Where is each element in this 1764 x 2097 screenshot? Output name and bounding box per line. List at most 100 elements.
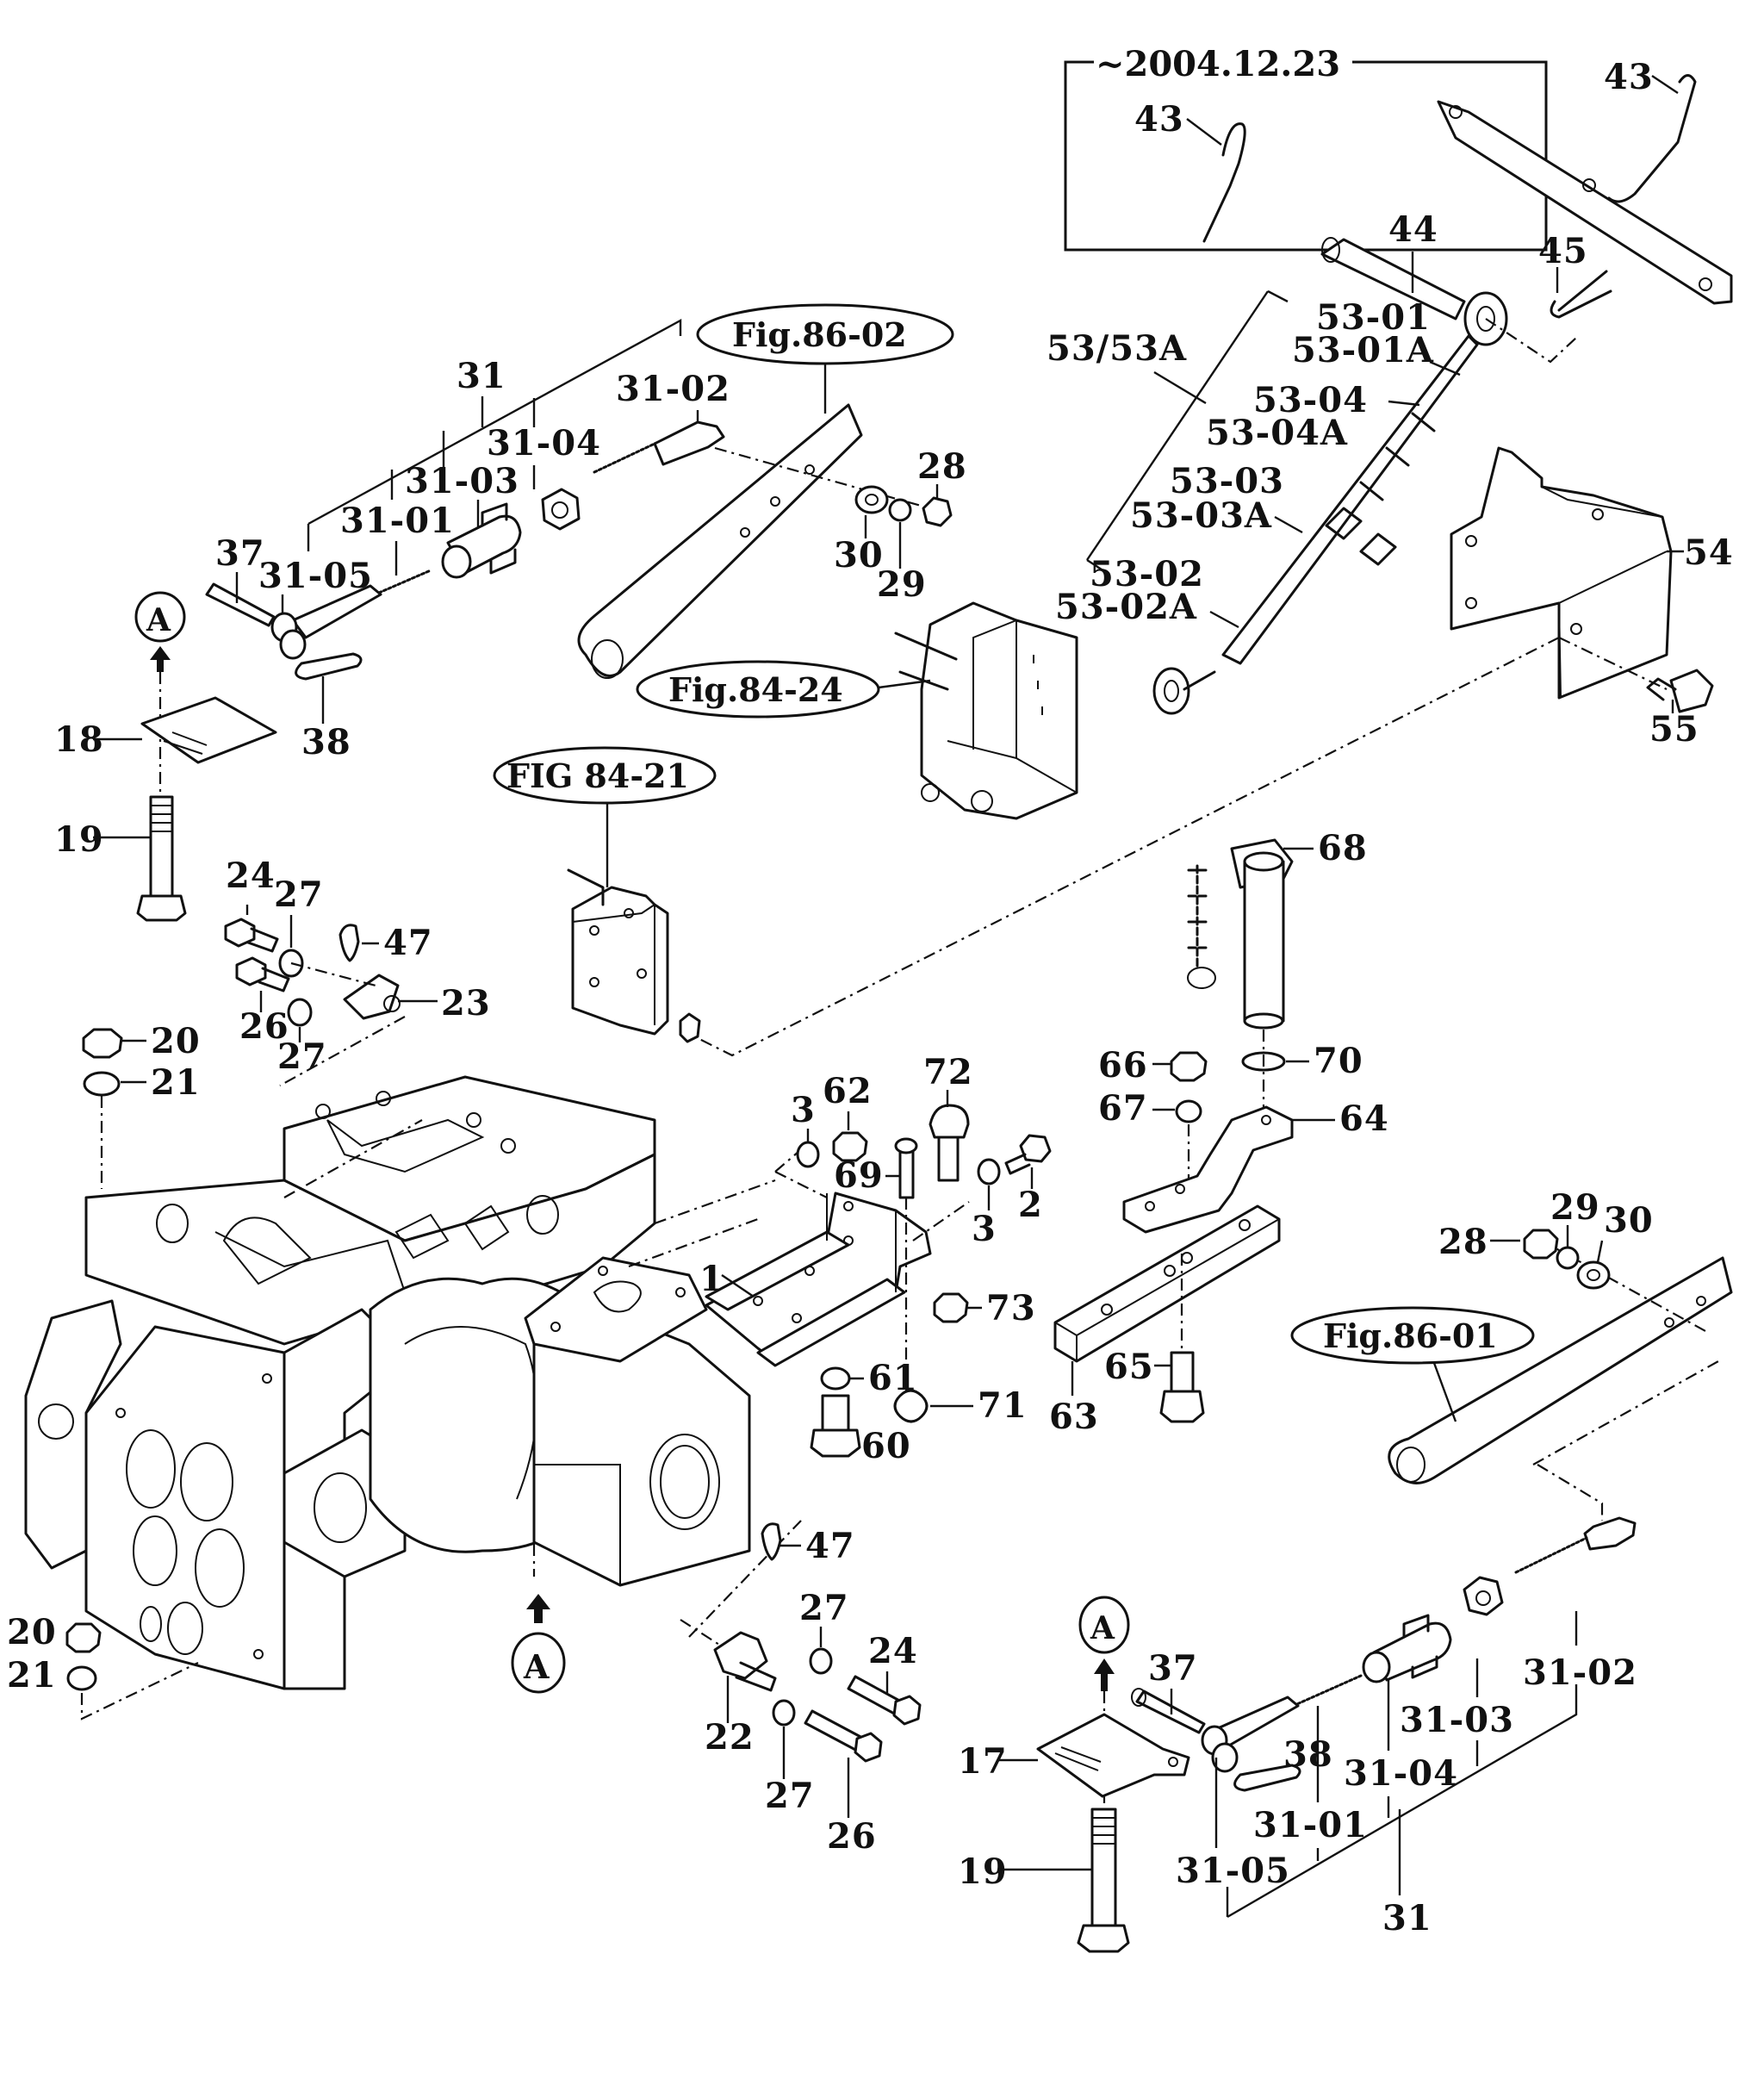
nut-73	[933, 1292, 969, 1323]
figref-84-24[interactable]: Fig.84-24	[636, 660, 880, 719]
label-63: 63	[1049, 1397, 1099, 1437]
fasteners-23-upper: 24 27 26 27 47 23	[224, 856, 490, 1086]
label-38-upper: 38	[301, 722, 351, 762]
bracket-31-lower	[1226, 1684, 1578, 1919]
fasteners-20-21-lower: 20 21	[7, 1612, 199, 1721]
arrow-up-icon	[150, 646, 171, 672]
label-70: 70	[1314, 1041, 1363, 1081]
washer-3-a	[796, 1141, 820, 1168]
label-54: 54	[1684, 532, 1734, 573]
lift-arm-upper: Fig.86-02	[577, 303, 954, 679]
bracket-84-21-body	[571, 886, 669, 1036]
top-link-body	[1221, 334, 1479, 665]
pin-68-body	[1243, 860, 1285, 1023]
hitch-fasteners: 3 62 69 72 3 2 73 61 60 71	[791, 1052, 1052, 1466]
bolt-72-head	[929, 1104, 970, 1139]
assembly-line-54	[680, 637, 1560, 1057]
view-callout-a-top: A	[134, 591, 186, 643]
bracket-22	[713, 1631, 768, 1680]
label-53-01A: 53-01A	[1292, 330, 1434, 370]
label-47-upper: 47	[383, 923, 433, 963]
label-44: 44	[1388, 209, 1438, 250]
label-20-upper: 20	[151, 1021, 201, 1061]
bracket-fig-84-21: FIG 84-21	[493, 746, 717, 1043]
label-3-a: 3	[791, 1090, 816, 1130]
pin-37-upper	[205, 582, 276, 627]
cover-54: 54 55	[1450, 446, 1734, 750]
label-53-03A: 53-03A	[1130, 495, 1272, 536]
plate-17	[1036, 1713, 1190, 1798]
turnbuckle-31-upper: 31 31-02 31-04 31-03 31-01 31-05 37 38	[205, 318, 730, 762]
svg-text:Fig.86-01: Fig.86-01	[1323, 1316, 1498, 1355]
lockwasher-29-upper	[888, 498, 912, 522]
label-17: 17	[958, 1741, 1008, 1782]
nut-62	[832, 1131, 868, 1162]
label-31-03-upper: 31-03	[405, 461, 519, 501]
label-31-05-upper: 31-05	[258, 556, 373, 596]
label-53-03: 53-03	[1170, 461, 1284, 501]
nut-31-04	[541, 488, 581, 531]
figref-84-21[interactable]: FIG 84-21	[493, 746, 717, 805]
transmission-housing	[24, 1075, 776, 1690]
label-31-01-lower: 31-01	[1253, 1805, 1368, 1845]
label-45: 45	[1538, 231, 1588, 271]
label-53-01: 53-01	[1316, 297, 1431, 338]
label-47-lower: 47	[805, 1526, 855, 1566]
bracket-31-upper	[307, 318, 682, 551]
bracket-84-24-body	[920, 601, 1078, 820]
label-73: 73	[986, 1288, 1036, 1329]
label-53-04A: 53-04A	[1206, 413, 1348, 453]
label-60: 60	[861, 1426, 911, 1466]
bolt-19-upper	[149, 795, 174, 898]
bolt-24-upper-head	[224, 918, 256, 948]
svg-text:Fig.84-24: Fig.84-24	[668, 670, 843, 709]
pin-44	[1320, 238, 1466, 320]
label-55: 55	[1649, 709, 1699, 750]
nut-20-lower	[65, 1622, 102, 1653]
sleeve-end-31-03	[441, 544, 472, 579]
plate-18-assembly: A 18 19	[54, 591, 277, 922]
chain-68	[1187, 864, 1208, 971]
label-31-02-upper: 31-02	[616, 369, 730, 409]
label-24-upper: 24	[226, 856, 276, 896]
label-67: 67	[1098, 1088, 1148, 1129]
inset-box: ~2004.12.23 43	[1064, 41, 1548, 252]
bolt-65	[1170, 1351, 1195, 1393]
label-53-02: 53-02	[1090, 554, 1204, 594]
grease-fitting-47-upper	[339, 924, 360, 962]
rod-end-31-02	[653, 420, 725, 466]
drawbar-bracket-64	[1122, 1105, 1294, 1234]
bracket-plate	[1437, 100, 1733, 305]
figref-86-01[interactable]: Fig.86-01	[1290, 1306, 1535, 1365]
washer-27-b	[287, 998, 313, 1027]
label-53-group: 53/53A	[1047, 328, 1187, 369]
label-20-lower: 20	[7, 1612, 57, 1652]
washer-3-b	[977, 1158, 1001, 1185]
rod-31-01-thread	[377, 569, 432, 594]
top-right-assembly: 43 44 45	[1320, 57, 1733, 320]
nut-66	[1170, 1051, 1208, 1082]
label-1: 1	[699, 1259, 724, 1299]
label-31-02-lower: 31-02	[1523, 1652, 1637, 1693]
plate-17-assembly: A 17 19	[958, 1596, 1190, 1953]
case-upper	[84, 1153, 656, 1346]
bolt-26-lower-head	[854, 1732, 883, 1763]
label-29-lower: 29	[1550, 1187, 1600, 1228]
top-link-53: 53/53A 53-01 53-01A 53-04 53-04A 53-03 5…	[1047, 289, 1577, 715]
figref-86-02[interactable]: Fig.86-02	[696, 303, 954, 365]
washer-30-upper	[854, 485, 889, 514]
svg-text:A: A	[1090, 1610, 1115, 1646]
cotter-38-upper	[295, 652, 363, 681]
inset-part-label: 43	[1134, 99, 1184, 140]
label-28-upper: 28	[917, 446, 967, 487]
washer-30-lower	[1576, 1260, 1611, 1290]
arrow-up-icon	[1094, 1658, 1115, 1691]
label-27-a: 27	[274, 874, 324, 915]
label-30-upper: 30	[834, 535, 884, 576]
label-64: 64	[1339, 1098, 1389, 1139]
svg-text:A: A	[146, 602, 171, 638]
label-37-lower: 37	[1148, 1648, 1198, 1689]
label-29-upper: 29	[877, 564, 927, 605]
label-37-upper: 37	[215, 533, 265, 574]
label-30-lower: 30	[1604, 1200, 1654, 1241]
